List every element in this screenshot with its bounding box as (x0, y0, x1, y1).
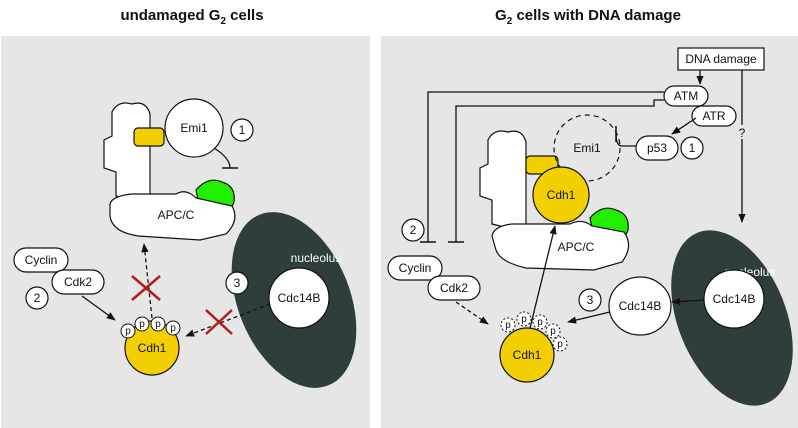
question-backdrop (736, 125, 748, 139)
atr-box (691, 105, 737, 127)
right-apc-complex (479, 130, 630, 271)
right-emi1-label: Emi1 (573, 141, 601, 155)
svg-text:p: p (125, 326, 131, 337)
left-cyclin-label: Cyclin (25, 253, 58, 267)
right-cdc14b-outside-circle (608, 276, 672, 336)
svg-text:p: p (521, 314, 527, 325)
left-cyclin-box (13, 247, 69, 273)
left-step-1-label: 1 (239, 123, 246, 137)
left-step-2-badge (25, 286, 49, 310)
p53-box (635, 135, 679, 161)
atm-label: ATM (674, 89, 698, 103)
right-apc-label: APC/C (558, 240, 595, 254)
left-nucleolus-label: nucleolus (291, 251, 342, 265)
atr-label: ATR (702, 109, 725, 123)
cdc14b-release-arrow (671, 297, 705, 306)
left-apc-complex (103, 102, 236, 241)
right-cyclin-label: Cyclin (399, 261, 432, 275)
right-step-2-label: 2 (410, 223, 417, 237)
right-step-1-label: 1 (689, 141, 696, 155)
atm-box (663, 85, 709, 107)
right-cdk2-label: Cdk2 (440, 281, 468, 295)
left-step-2-label: 2 (34, 291, 41, 305)
left-cdc14b-label: Cdc14B (278, 291, 321, 305)
left-cdc14b-circle (268, 267, 330, 329)
right-cdk2-box (427, 275, 481, 301)
right-step-2-badge (401, 218, 425, 242)
right-cdh1-label: Cdh1 (513, 348, 542, 362)
right-step-1-badge (680, 136, 704, 160)
left-yellow-subunit (133, 127, 165, 147)
left-step-1-badge (230, 118, 254, 142)
atr-to-p53-arrow (671, 117, 697, 135)
right-cdh1-bound-label: Cdh1 (547, 188, 576, 202)
right-emi1-dashed-circle (553, 114, 621, 182)
svg-text:p: p (505, 320, 511, 331)
left-phosphate-group: p p p p (120, 316, 181, 339)
svg-text:p: p (550, 326, 556, 337)
svg-text:p: p (170, 323, 176, 334)
left-cdc14b-dashed-arrow (185, 303, 271, 337)
left-step-3-label: 3 (234, 276, 241, 290)
atm-inhibit-line-inner (455, 99, 664, 242)
left-apc-label: APC/C (158, 208, 195, 222)
left-cdk2-box (51, 269, 105, 295)
right-cyclin-box (387, 255, 443, 281)
atm-inhibit-line-outer (427, 91, 664, 242)
right-cdh1-bound-circle (532, 166, 590, 224)
svg-text:p: p (557, 339, 563, 350)
svg-text:p: p (155, 319, 161, 330)
right-step-3-label: 3 (587, 293, 594, 307)
left-block-x-1 (131, 275, 161, 301)
left-cdh1-to-apc-dashed-arrow (141, 243, 153, 319)
left-cdk2-arrow (81, 295, 116, 321)
left-emi1-circle (164, 98, 224, 158)
right-panel-title: G2 cells with DNA damage (495, 7, 681, 27)
dna-damage-label: DNA damage (685, 52, 757, 66)
question-mark: ? (739, 126, 746, 140)
left-cdh1-label: Cdh1 (138, 341, 167, 355)
cdc14b-to-cdh1-arrow (567, 311, 611, 324)
left-cdk2-label: Cdk2 (64, 275, 92, 289)
right-phosphate-group-dashed: p p p p p (500, 311, 568, 352)
left-panel-title: undamaged G2 cells (120, 7, 263, 27)
left-emi1-inhibit-line (213, 147, 231, 169)
left-block-x-2 (205, 309, 233, 335)
right-step-3-badge (578, 288, 602, 312)
svg-text:p: p (537, 317, 543, 328)
dna-damage-box (677, 47, 765, 71)
right-cdh1-to-apc-arrow (529, 225, 557, 329)
left-step-3-badge (225, 271, 249, 295)
left-emi1-label: Emi1 (180, 121, 208, 135)
right-cdc14b-outside-label: Cdc14B (619, 299, 662, 313)
right-cdc14b-inside-label: Cdc14B (713, 292, 756, 306)
p53-label: p53 (647, 141, 667, 155)
svg-text:p: p (139, 319, 145, 330)
right-cdh1-circle (499, 327, 555, 383)
right-cdc14b-inside-circle (703, 269, 765, 329)
